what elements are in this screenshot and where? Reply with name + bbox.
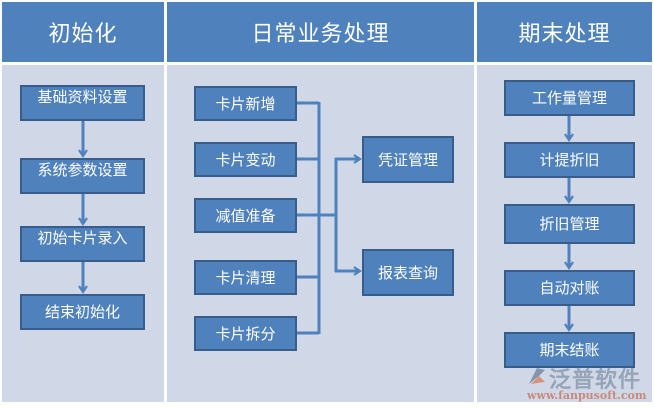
source-label: 卡片变动 (215, 150, 276, 169)
source-card-change[interactable]: 卡片变动 (194, 142, 297, 177)
source-card-split[interactable]: 卡片拆分 (194, 316, 297, 351)
column-header-initialization: 初始化 (2, 2, 164, 62)
step-label: 工作量管理 (531, 89, 607, 107)
watermark-logo: 泛普软件 www.fanpusoft.com (525, 362, 653, 406)
step-label: 结束初始化 (44, 303, 120, 321)
step-initial-card-entry[interactable]: 初始卡片录入 (20, 226, 145, 262)
step-finish-initialization[interactable]: 结束初始化 (20, 294, 145, 330)
target-report-query[interactable]: 报表查询 (362, 249, 454, 296)
step-label: 基础资料设置 (37, 88, 128, 106)
step-accrue-depreciation[interactable]: 计提折旧 (504, 142, 635, 178)
source-card-disposal[interactable]: 卡片清理 (194, 260, 297, 295)
step-depreciation-management[interactable]: 折旧管理 (504, 204, 635, 244)
source-label: 减值准备 (215, 206, 276, 225)
source-card-add[interactable]: 卡片新增 (194, 86, 297, 121)
fanpu-logo-icon (529, 368, 545, 384)
target-label: 报表查询 (377, 263, 438, 282)
step-workload-management[interactable]: 工作量管理 (504, 80, 635, 116)
step-label: 自动对账 (539, 279, 600, 297)
step-label: 折旧管理 (539, 215, 600, 233)
step-label: 系统参数设置 (37, 161, 128, 179)
target-voucher-management[interactable]: 凭证管理 (362, 136, 454, 183)
source-label: 卡片新增 (215, 94, 276, 113)
source-label: 卡片清理 (215, 268, 276, 287)
column-header-period-end: 期末处理 (477, 2, 652, 62)
column-header-daily-business: 日常业务处理 (167, 2, 474, 62)
source-impairment-reserve[interactable]: 减值准备 (194, 198, 297, 233)
step-system-params-setup[interactable]: 系统参数设置 (20, 158, 145, 194)
step-label: 计提折旧 (539, 151, 600, 169)
step-period-end-closing[interactable]: 期末结账 (504, 332, 635, 368)
step-label: 初始卡片录入 (37, 229, 128, 247)
source-label: 卡片拆分 (215, 324, 276, 343)
target-label: 凭证管理 (377, 150, 438, 169)
watermark-url: www.fanpusoft.com (527, 389, 647, 402)
step-label: 期末结账 (539, 341, 600, 359)
step-auto-reconciliation[interactable]: 自动对账 (504, 270, 635, 306)
step-basic-data-setup[interactable]: 基础资料设置 (20, 85, 145, 121)
watermark-name: 泛普软件 (549, 368, 642, 393)
